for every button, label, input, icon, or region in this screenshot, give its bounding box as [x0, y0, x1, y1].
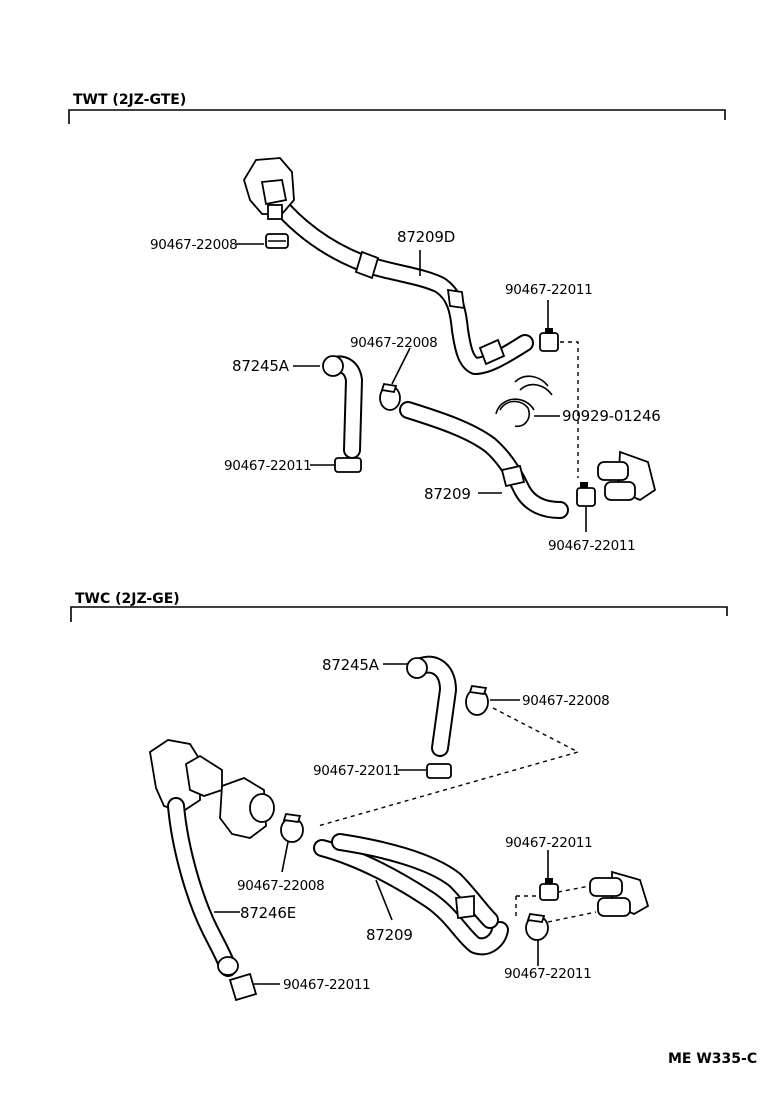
clamp-twc-4: 90467-22011 [228, 972, 371, 1002]
hose-87209d [243, 157, 534, 375]
hose-87245a-twt: 87245A [232, 355, 363, 459]
label-87209-twc: 87209 [366, 926, 413, 944]
clamp-twt-2: 90467-22011 [505, 282, 593, 478]
clamp-twt-1: 90467-22008 [150, 233, 289, 253]
clamp-twc-3: 90467-22008 [237, 813, 325, 894]
fitting-twc [149, 739, 275, 839]
label-90467-22011-f: 90467-22011 [505, 835, 592, 851]
section-bracket-twt [68, 109, 726, 124]
section-title-twc: TWC (2JZ-GE) [75, 591, 180, 607]
clamp-twt-3: 90467-22008 [350, 335, 438, 411]
hose-87245a-twc: 87245A [322, 655, 457, 757]
section-twt: TWT (2JZ-GTE) 90467-22008 87209D [68, 92, 726, 554]
label-90929-01246: 90929-01246 [562, 407, 661, 425]
label-90467-22008-b: 90467-22008 [350, 335, 437, 351]
outlet-fitting-twt [597, 450, 657, 502]
label-90467-22011-c: 90467-22011 [548, 538, 635, 554]
hose-87209-twc: 87209 [313, 833, 509, 956]
label-90467-22011-a: 90467-22011 [505, 282, 592, 298]
label-87245a-twc: 87245A [322, 656, 380, 674]
label-90467-22008-a: 90467-22008 [150, 237, 237, 253]
hose-87209-twt: 87209 [399, 401, 569, 519]
outlet-fitting-twc [589, 870, 650, 917]
label-90467-22011-b: 90467-22011 [224, 458, 311, 474]
clamp-twc-1: 90467-22008 [317, 685, 610, 827]
label-87209-twt: 87209 [424, 485, 471, 503]
label-90467-22011-e: 90467-22011 [283, 977, 370, 993]
clamp-twc-2: 90467-22011 [313, 763, 452, 779]
clamp-twc-6: 90467-22011 [504, 911, 597, 982]
label-90467-22011-g: 90467-22011 [504, 966, 591, 982]
section-bracket-twc [70, 606, 728, 622]
clamp-twt-5: 90467-22011 [548, 482, 636, 554]
clamp-twt-4: 90467-22011 [224, 457, 362, 474]
hose-87246e: 87246E [167, 797, 296, 977]
diagram-code: ME W335-C [668, 1051, 757, 1067]
label-87209d: 87209D [397, 228, 455, 246]
label-90467-22008-d: 90467-22008 [237, 878, 324, 894]
section-twc: TWC (2JZ-GE) 87245A 90467-22008 90467-22… [70, 591, 728, 1002]
section-title-twt: TWT (2JZ-GTE) [73, 92, 186, 108]
label-90467-22008-c: 90467-22008 [522, 693, 609, 709]
clip-twt: 90929-01246 [495, 375, 661, 428]
label-87246e: 87246E [240, 904, 296, 922]
clamp-twc-5: 90467-22011 [505, 835, 593, 916]
label-90467-22011-d: 90467-22011 [313, 763, 400, 779]
label-87245a-twt: 87245A [232, 357, 290, 375]
